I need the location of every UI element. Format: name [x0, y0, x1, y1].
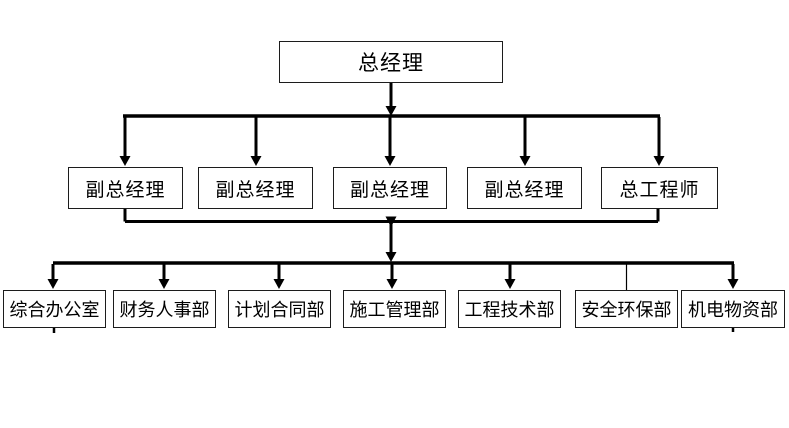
node-deputy-gm-2: 副总经理 [198, 167, 313, 209]
level2-to-level3-connectors [47, 209, 739, 333]
node-safety-env-dept: 安全环保部 [575, 290, 678, 328]
level1-to-level2-connectors [119, 83, 665, 166]
node-deputy-gm-1: 副总经理 [68, 167, 183, 209]
node-mech-elec-materials-dept: 机电物资部 [681, 290, 785, 328]
node-general-manager: 总经理 [279, 41, 503, 83]
node-deputy-gm-4: 副总经理 [467, 167, 582, 209]
node-chief-engineer: 总工程师 [601, 167, 718, 209]
node-construction-mgmt-dept: 施工管理部 [343, 290, 446, 328]
node-engineering-tech-dept: 工程技术部 [458, 290, 561, 328]
node-planning-contract-dept: 计划合同部 [228, 290, 331, 328]
merge-arrowhead [385, 216, 397, 227]
node-general-office: 综合办公室 [3, 290, 106, 328]
node-deputy-gm-3: 副总经理 [333, 167, 447, 209]
node-finance-hr-dept: 财务人事部 [113, 290, 216, 328]
